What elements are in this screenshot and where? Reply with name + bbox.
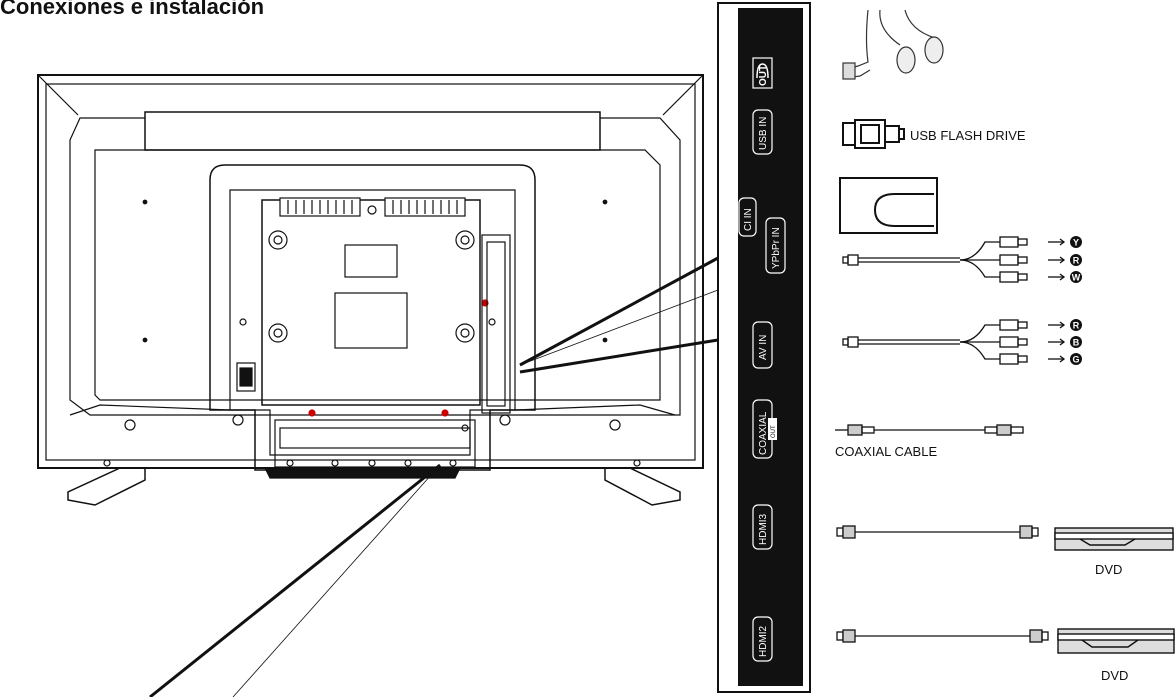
- badge-r: R: [1073, 256, 1080, 266]
- av-cable-icon: [842, 319, 1066, 365]
- badge-y: Y: [1073, 238, 1079, 248]
- usb-flash-drive-icon: [842, 119, 905, 149]
- usb-flash-drive-label: USB FLASH DRIVE: [910, 128, 1026, 143]
- port-panel: [717, 2, 811, 693]
- badge-r: R: [1073, 321, 1080, 331]
- headphone-jack-icon: [756, 63, 769, 79]
- port-label: HDMI2: [758, 625, 769, 657]
- hdmi-cable-icon: [836, 525, 1039, 539]
- port-label: HDMI3: [758, 513, 769, 545]
- port-label: USB IN: [758, 117, 769, 150]
- port-coaxial-out: COAXIAL OUT: [752, 399, 777, 459]
- coaxial-cable-icon: [835, 424, 1024, 436]
- port-av-in: AV IN: [752, 321, 773, 369]
- hdmi-cable-icon: [836, 629, 1049, 643]
- dvd-player-icon: [1057, 628, 1175, 654]
- av-color-badges: R B G: [1070, 319, 1082, 365]
- dvd-player-icon: [1054, 527, 1174, 551]
- tv-back-illustration: [37, 74, 704, 506]
- ci-card-icon: [839, 177, 938, 234]
- port-ci-in: CI IN: [738, 197, 757, 237]
- ypbpr-cable-icon: [842, 236, 1066, 283]
- port-headphone-out: OUT: [752, 57, 773, 89]
- dvd-label: DVD: [1101, 668, 1128, 683]
- coaxial-cable-label: COAXIAL CABLE: [835, 444, 937, 459]
- ypbpr-color-badges: Y R W: [1070, 236, 1082, 283]
- zoom-lines: [149, 256, 719, 697]
- badge-g: G: [1072, 355, 1079, 365]
- port-label: COAXIAL: [758, 411, 769, 455]
- port-usb-in: USB IN: [752, 109, 773, 155]
- dvd-label: DVD: [1095, 562, 1122, 577]
- badge-w: W: [1072, 273, 1081, 283]
- port-hdmi2: HDMI2: [752, 616, 773, 662]
- port-label: OUT: [758, 65, 769, 86]
- port-label: CI IN: [743, 208, 754, 231]
- port-hdmi3: HDMI3: [752, 504, 773, 550]
- page-title: Conexiones e instalación: [0, 0, 265, 19]
- port-label: YPbPr IN: [771, 227, 782, 269]
- headphones-icon: [842, 9, 944, 80]
- port-label: AV IN: [758, 335, 769, 360]
- badge-b: B: [1073, 338, 1080, 348]
- port-label: OUT: [771, 425, 777, 438]
- port-ypbpr-in: YPbPr IN: [765, 217, 786, 274]
